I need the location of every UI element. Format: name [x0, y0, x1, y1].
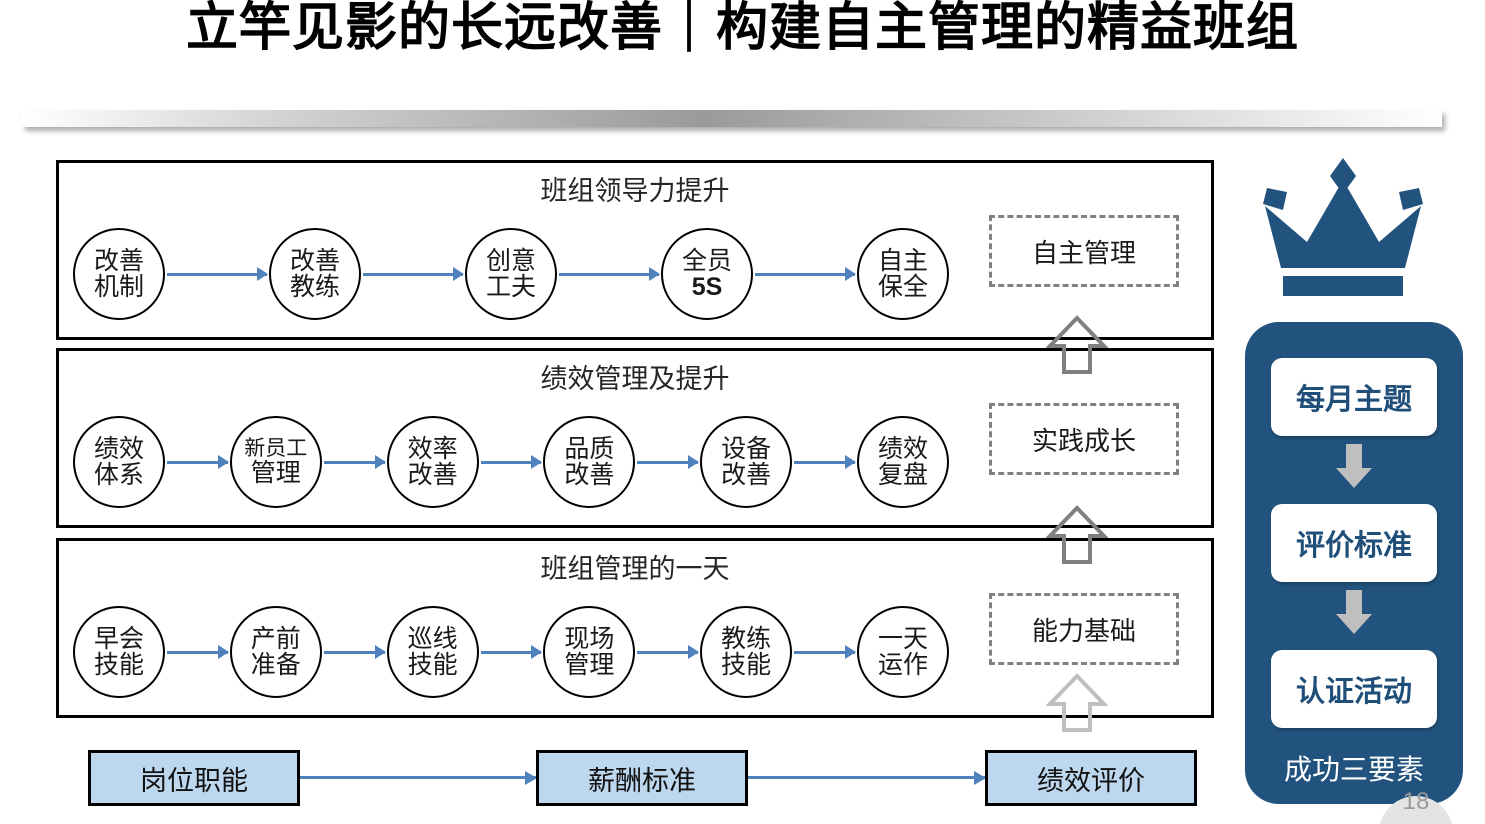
flow-node[interactable]: 设备 改善	[700, 416, 793, 508]
flow-arrow	[167, 460, 228, 464]
node-line-2: 改善	[564, 461, 615, 489]
node-line-2: 技能	[721, 651, 772, 679]
band-outcome-box: 实践成长	[989, 403, 1179, 475]
node-line-2: 管理	[250, 458, 301, 487]
panel-step-evaluation-standard[interactable]: 评价标准	[1271, 504, 1437, 582]
node-line-2: 改善	[721, 461, 772, 489]
panel-step-monthly-theme[interactable]: 每月主题	[1271, 358, 1437, 436]
band-title: 绩效管理及提升	[540, 364, 730, 394]
flow-node[interactable]: 早会 技能	[73, 606, 165, 698]
band-outcome-box: 能力基础	[989, 593, 1179, 665]
node-line-2: 机制	[93, 273, 144, 301]
down-arrow-icon	[1335, 442, 1373, 490]
node-line-2: 5S	[691, 273, 723, 301]
node-line-1: 教练	[721, 624, 772, 653]
node-line-2: 教练	[289, 273, 340, 301]
band-node-flow: 绩效 体系 新员工 管理 效率 改善 品质 改善 设备 改善	[73, 407, 949, 517]
flow-node[interactable]: 改善 机制	[73, 228, 165, 320]
flow-node[interactable]: 全员 5S	[661, 228, 753, 320]
node-line-1: 新员工	[244, 436, 308, 460]
up-arrow-icon	[1045, 672, 1109, 734]
flow-node[interactable]: 创意 工夫	[465, 228, 557, 320]
node-line-2: 复盘	[877, 461, 928, 489]
panel-step-certification-activity[interactable]: 认证活动	[1271, 650, 1437, 728]
band-title: 班组管理的一天	[540, 554, 730, 584]
flow-node[interactable]: 教练 技能	[700, 606, 793, 698]
node-line-1: 产前	[250, 624, 301, 653]
foundation-arrow	[300, 776, 536, 779]
foundation-box-performance-review[interactable]: 绩效评价	[985, 750, 1197, 806]
node-line-1: 全员	[681, 246, 732, 275]
node-line-2: 工夫	[485, 273, 536, 301]
flow-node[interactable]: 自主 保全	[857, 228, 949, 320]
flow-arrow	[480, 460, 542, 464]
node-line-2: 技能	[407, 651, 458, 679]
flow-node[interactable]: 绩效 体系	[73, 416, 165, 508]
flow-node[interactable]: 效率 改善	[386, 416, 479, 508]
up-arrow-icon	[1045, 314, 1109, 376]
flow-arrow	[559, 272, 659, 276]
flow-node[interactable]: 新员工 管理	[229, 416, 322, 508]
node-line-1: 自主	[877, 246, 928, 275]
panel-footer-label: 成功三要素	[1283, 754, 1424, 785]
flow-arrow	[794, 460, 855, 464]
node-line-1: 绩效	[877, 434, 928, 463]
node-line-1: 一天	[877, 624, 928, 653]
page-number: 18	[1402, 788, 1430, 815]
node-line-2: 技能	[93, 651, 144, 679]
node-line-2: 改善	[407, 461, 458, 489]
node-line-1: 品质	[564, 434, 615, 463]
node-line-2: 体系	[93, 461, 144, 489]
flow-arrow	[323, 460, 385, 464]
down-arrow-icon	[1335, 588, 1373, 636]
node-line-2: 运作	[877, 651, 928, 679]
flow-node[interactable]: 巡线 技能	[386, 606, 479, 698]
node-line-2: 保全	[877, 273, 928, 301]
flow-arrow	[323, 650, 385, 654]
band-node-flow: 早会 技能 产前 准备 巡线 技能 现场 管理 教练 技能	[73, 597, 949, 707]
flow-arrow	[637, 460, 699, 464]
flow-arrow	[363, 272, 463, 276]
band-node-flow: 改善 机制 改善 教练 创意 工夫 全员 5S 自主 保全	[73, 219, 949, 329]
page-title: 立竿见影的长远改善｜构建自主管理的精益班组	[185, 0, 1299, 57]
foundation-arrow	[748, 776, 985, 779]
node-line-1: 现场	[564, 624, 615, 653]
node-line-1: 巡线	[407, 624, 458, 653]
flow-arrow	[755, 272, 855, 276]
node-line-1: 早会	[93, 624, 144, 653]
title-divider	[22, 110, 1442, 127]
node-line-1: 设备	[721, 434, 772, 463]
foundation-box-salary-standard[interactable]: 薪酬标准	[536, 750, 748, 806]
node-line-1: 效率	[407, 434, 458, 463]
node-line-2: 准备	[250, 651, 301, 679]
success-factors-panel: 每月主题 评价标准 认证活动 成功三要素	[1245, 322, 1463, 804]
foundation-box-position-function[interactable]: 岗位职能	[88, 750, 300, 806]
band-leadership: 班组领导力提升 改善 机制 改善 教练 创意 工夫 全员 5S	[56, 160, 1214, 340]
flow-arrow	[167, 272, 267, 276]
band-outcome-box: 自主管理	[989, 215, 1179, 287]
up-arrow-icon	[1045, 504, 1109, 566]
node-line-1: 创意	[485, 246, 536, 275]
flow-node[interactable]: 现场 管理	[543, 606, 636, 698]
node-line-2: 管理	[564, 651, 615, 679]
flow-node[interactable]: 一天 运作	[856, 606, 949, 698]
band-title: 班组领导力提升	[540, 176, 730, 206]
flow-arrow	[480, 650, 542, 654]
flow-node[interactable]: 改善 教练	[269, 228, 361, 320]
flow-arrow	[637, 650, 699, 654]
flow-node[interactable]: 绩效 复盘	[856, 416, 949, 508]
node-line-1: 绩效	[93, 434, 144, 463]
node-line-1: 改善	[93, 246, 144, 275]
crown-icon	[1253, 150, 1433, 310]
flow-arrow	[794, 650, 855, 654]
band-performance: 绩效管理及提升 绩效 体系 新员工 管理 效率 改善 品质 改善	[56, 348, 1214, 528]
flow-node[interactable]: 品质 改善	[543, 416, 636, 508]
band-daily-management: 班组管理的一天 早会 技能 产前 准备 巡线 技能 现场 管理	[56, 538, 1214, 718]
node-line-1: 改善	[289, 246, 340, 275]
flow-arrow	[167, 650, 228, 654]
flow-node[interactable]: 产前 准备	[229, 606, 322, 698]
